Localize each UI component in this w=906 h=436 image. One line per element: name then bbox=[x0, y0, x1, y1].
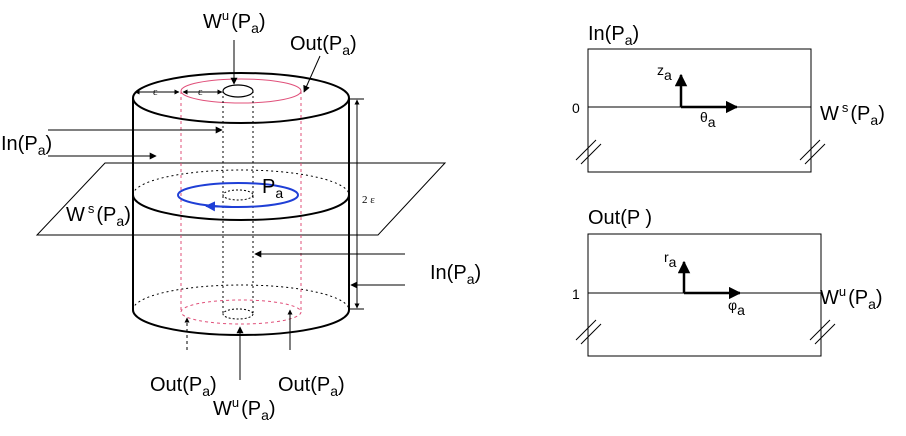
cylinder-bottom-front bbox=[132, 309, 350, 336]
stable-manifold-plane bbox=[35, 162, 447, 236]
z-axis-label: za bbox=[657, 62, 672, 83]
right-in-label: In(Pa) bbox=[430, 262, 481, 287]
top-unstable-manifold-label: Wu(Pa) bbox=[203, 8, 266, 36]
top-out-pointer bbox=[303, 55, 321, 93]
cut-mark-right-3 bbox=[809, 319, 831, 341]
orbit-arrow bbox=[205, 201, 233, 212]
cut-mark-right-1 bbox=[799, 139, 821, 161]
height-label: 2 ε bbox=[362, 194, 375, 206]
section-in-box bbox=[587, 48, 812, 173]
cut-mark-left-3 bbox=[575, 319, 597, 341]
section-out-level: 1 bbox=[572, 286, 580, 302]
bottom-out-left-label: Out(Pa) bbox=[150, 374, 217, 399]
cut-mark-right-4 bbox=[814, 323, 836, 345]
section-out-manifold: Wu(Pa) bbox=[820, 284, 883, 312]
orbit-label: Pa bbox=[262, 176, 283, 201]
cylinder: ε ε 2 ε bbox=[35, 40, 447, 380]
cylinder-top-ellipse bbox=[132, 72, 350, 124]
eps-mid-label: ε bbox=[198, 86, 203, 98]
cylinder-bottom-back bbox=[132, 284, 350, 311]
r-axis-label: ra bbox=[664, 249, 677, 270]
bottom-unstable-manifold-label: Wu(Pa) bbox=[213, 395, 276, 423]
core-middle bbox=[222, 189, 254, 201]
phi-axis-label: φa bbox=[728, 297, 745, 318]
theta-axis-label: θa bbox=[700, 109, 716, 130]
core-bottom bbox=[222, 308, 254, 320]
periodic-orbit bbox=[177, 182, 299, 208]
section-out-title: Out(P ) bbox=[588, 207, 652, 229]
bottom-out-right-label: Out(Pa) bbox=[278, 374, 345, 399]
section-in-title: In(Pa) bbox=[588, 23, 639, 48]
eps-left-label: ε bbox=[153, 86, 158, 98]
section-in-level: 0 bbox=[572, 100, 580, 116]
middle-ellipse-front bbox=[132, 194, 350, 221]
cut-mark-right-2 bbox=[804, 143, 826, 165]
core-top bbox=[222, 84, 254, 98]
top-out-label: Out(Pa) bbox=[290, 33, 357, 58]
cut-mark-left-2 bbox=[580, 143, 602, 165]
section-out-box bbox=[587, 233, 822, 357]
section-out: Out(P ) 1 ra φa Wu(Pa) bbox=[572, 207, 883, 357]
cut-mark-left-1 bbox=[575, 139, 597, 161]
left-in-label: In(Pa) bbox=[1, 133, 52, 158]
cut-mark-left-4 bbox=[580, 323, 602, 345]
inner-circle-bottom bbox=[180, 299, 302, 325]
